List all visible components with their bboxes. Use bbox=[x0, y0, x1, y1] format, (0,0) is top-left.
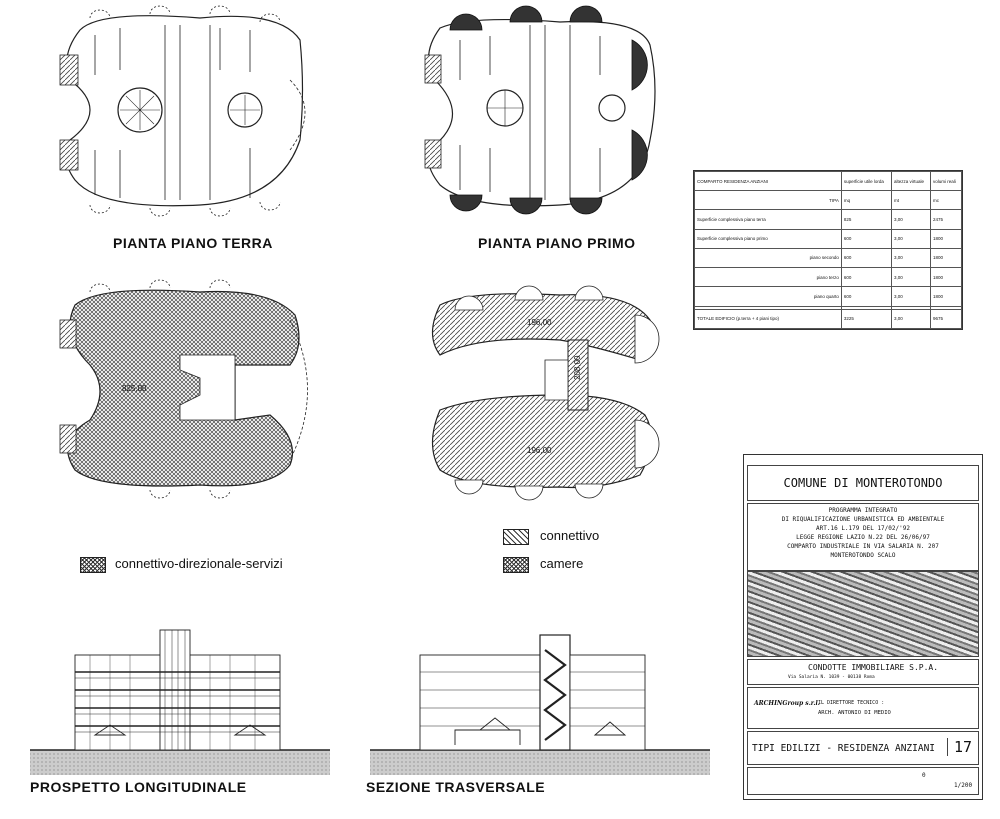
table-header-cell: superficie utile lorda bbox=[840, 170, 893, 192]
table-cell: 3,00 bbox=[891, 286, 932, 307]
legend-swatch-connettivo bbox=[503, 529, 529, 545]
municipality-box: COMUNE DI MONTEROTONDO bbox=[747, 465, 979, 501]
client-address: Via Salaria N. 1039 - 00138 Roma bbox=[788, 675, 875, 680]
table-cell: Superficie complessiva piano terra bbox=[694, 209, 842, 230]
cross-section bbox=[370, 634, 710, 775]
table-cell: TOTALE EDIFICIO (p.terra + 4 piani tipo) bbox=[694, 308, 842, 330]
table-cell: piano secondo bbox=[694, 247, 842, 269]
sheet-number: 17 bbox=[946, 738, 972, 756]
technical-box: ARCHINGroup s.r.l. IL DIRETTORE TECNICO … bbox=[747, 687, 979, 729]
director-name: ARCH. ANTONIO DI MEDIO bbox=[818, 710, 891, 716]
program-box: PROGRAMMA INTEGRATO DI RIQUALIFICAZIONE … bbox=[747, 503, 979, 571]
client-box: CONDOTTE IMMOBILIARE S.P.A. Via Salaria … bbox=[747, 659, 979, 685]
table-units-row: TIPA mq mt mc bbox=[694, 190, 962, 211]
program-line: ART.16 L.179 DEL 17/02/'92 bbox=[816, 525, 910, 532]
table-cell: 2475 bbox=[930, 209, 962, 230]
table-cell: 9675 bbox=[930, 308, 962, 330]
area-label-upper-top: 196,00 bbox=[527, 318, 552, 327]
caption-cross-section: SEZIONE TRASVERSALE bbox=[366, 779, 546, 795]
table-row: TOTALE EDIFICIO (p.terra + 4 piani tipo)… bbox=[694, 308, 962, 330]
table-cell: piano quarto bbox=[694, 286, 842, 307]
table-cell bbox=[840, 305, 893, 310]
ground-floor-plan bbox=[59, 5, 306, 217]
table-cell: 3,00 bbox=[891, 209, 932, 230]
table-header-cell: altezza virtuale bbox=[891, 170, 932, 192]
scale-value: 1/200 bbox=[954, 782, 973, 789]
director-label: IL DIRETTORE TECNICO : bbox=[818, 700, 885, 706]
table-cell: Superficie complessiva piano primo bbox=[694, 228, 842, 249]
program-line: PROGRAMMA INTEGRATO bbox=[828, 507, 898, 514]
table-row bbox=[694, 305, 962, 310]
table-units-cell: mq bbox=[840, 190, 893, 211]
table-cell: 1800 bbox=[930, 286, 962, 307]
table-cell: 825 bbox=[840, 209, 893, 230]
legend-label-services: connettivo-direzionale-servizi bbox=[115, 556, 283, 571]
table-cell bbox=[891, 305, 932, 310]
upper-floor-area-plan bbox=[431, 285, 660, 501]
client-name: CONDOTTE IMMOBILIARE S.P.A. bbox=[808, 663, 939, 672]
first-floor-plan bbox=[424, 5, 656, 215]
program-line: LEGGE REGIONE LAZIO N.22 DEL 26/06/97 bbox=[796, 534, 930, 541]
legend-swatch-camere bbox=[503, 557, 529, 573]
longitudinal-elevation bbox=[30, 629, 330, 775]
caption-ground-floor: PIANTA PIANO TERRA bbox=[113, 235, 273, 251]
title-block: COMUNE DI MONTEROTONDO PROGRAMMA INTEGRA… bbox=[743, 454, 983, 800]
revision-box: 0 1/200 bbox=[747, 767, 979, 795]
table-cell: 600 bbox=[840, 267, 893, 288]
table-units-cell: mt bbox=[891, 190, 932, 211]
municipality-name: COMUNE DI MONTEROTONDO bbox=[783, 476, 943, 490]
table-cell: 3225 bbox=[840, 308, 893, 330]
table-cell: 3,00 bbox=[891, 247, 932, 269]
table-header-cell: COMPARTO RESIDENZA ANZIANI bbox=[694, 170, 842, 192]
caption-longitudinal: PROSPETTO LONGITUDINALE bbox=[30, 779, 247, 795]
table-cell: 1800 bbox=[930, 267, 962, 288]
drawing-title: TIPI EDILIZI - RESIDENZA ANZIANI bbox=[752, 743, 936, 754]
surface-volume-table: COMPARTO RESIDENZA ANZIANI superficie ut… bbox=[693, 170, 963, 330]
area-label-connector: 208,00 bbox=[573, 355, 582, 380]
program-line: MONTEROTONDO SCALO bbox=[830, 552, 896, 559]
table-cell: piano terzo bbox=[694, 267, 842, 288]
table-cell: 3,00 bbox=[891, 228, 932, 249]
table-cell: 1800 bbox=[930, 247, 962, 269]
program-line: COMPARTO INDUSTRIALE IN VIA SALARIA N. 2… bbox=[787, 543, 939, 550]
table-cell: 600 bbox=[840, 228, 893, 249]
table-cell: 1800 bbox=[930, 228, 962, 249]
table-units-cell: mc bbox=[930, 190, 962, 211]
area-label-upper-bottom: 196,00 bbox=[527, 446, 552, 455]
aerial-photo bbox=[747, 571, 979, 657]
area-label-ground: 825,00 bbox=[122, 384, 147, 393]
caption-first-floor: PIANTA PIANO PRIMO bbox=[478, 235, 636, 251]
legend-swatch-services bbox=[80, 557, 106, 573]
table-cell: 600 bbox=[840, 247, 893, 269]
drawing-title-box: TIPI EDILIZI - RESIDENZA ANZIANI 17 bbox=[747, 731, 979, 765]
program-line: DI RIQUALIFICAZIONE URBANISTICA ED AMBIE… bbox=[781, 516, 945, 523]
table-header-cell: volumi reali bbox=[930, 170, 962, 192]
ground-floor-area-plan bbox=[59, 279, 308, 499]
table-cell bbox=[930, 305, 962, 310]
table-cell: 3,00 bbox=[891, 308, 932, 330]
revision-number: 0 bbox=[922, 772, 926, 779]
table-units-cell: TIPA bbox=[694, 190, 842, 211]
legend-label-connettivo: connettivo bbox=[540, 528, 600, 543]
legend-label-camere: camere bbox=[540, 556, 584, 571]
table-header-row: COMPARTO RESIDENZA ANZIANI superficie ut… bbox=[694, 170, 962, 192]
firm-logo: ARCHINGroup s.r.l. bbox=[754, 700, 820, 707]
table-cell: 600 bbox=[840, 286, 893, 307]
table-cell: 3,00 bbox=[891, 267, 932, 288]
